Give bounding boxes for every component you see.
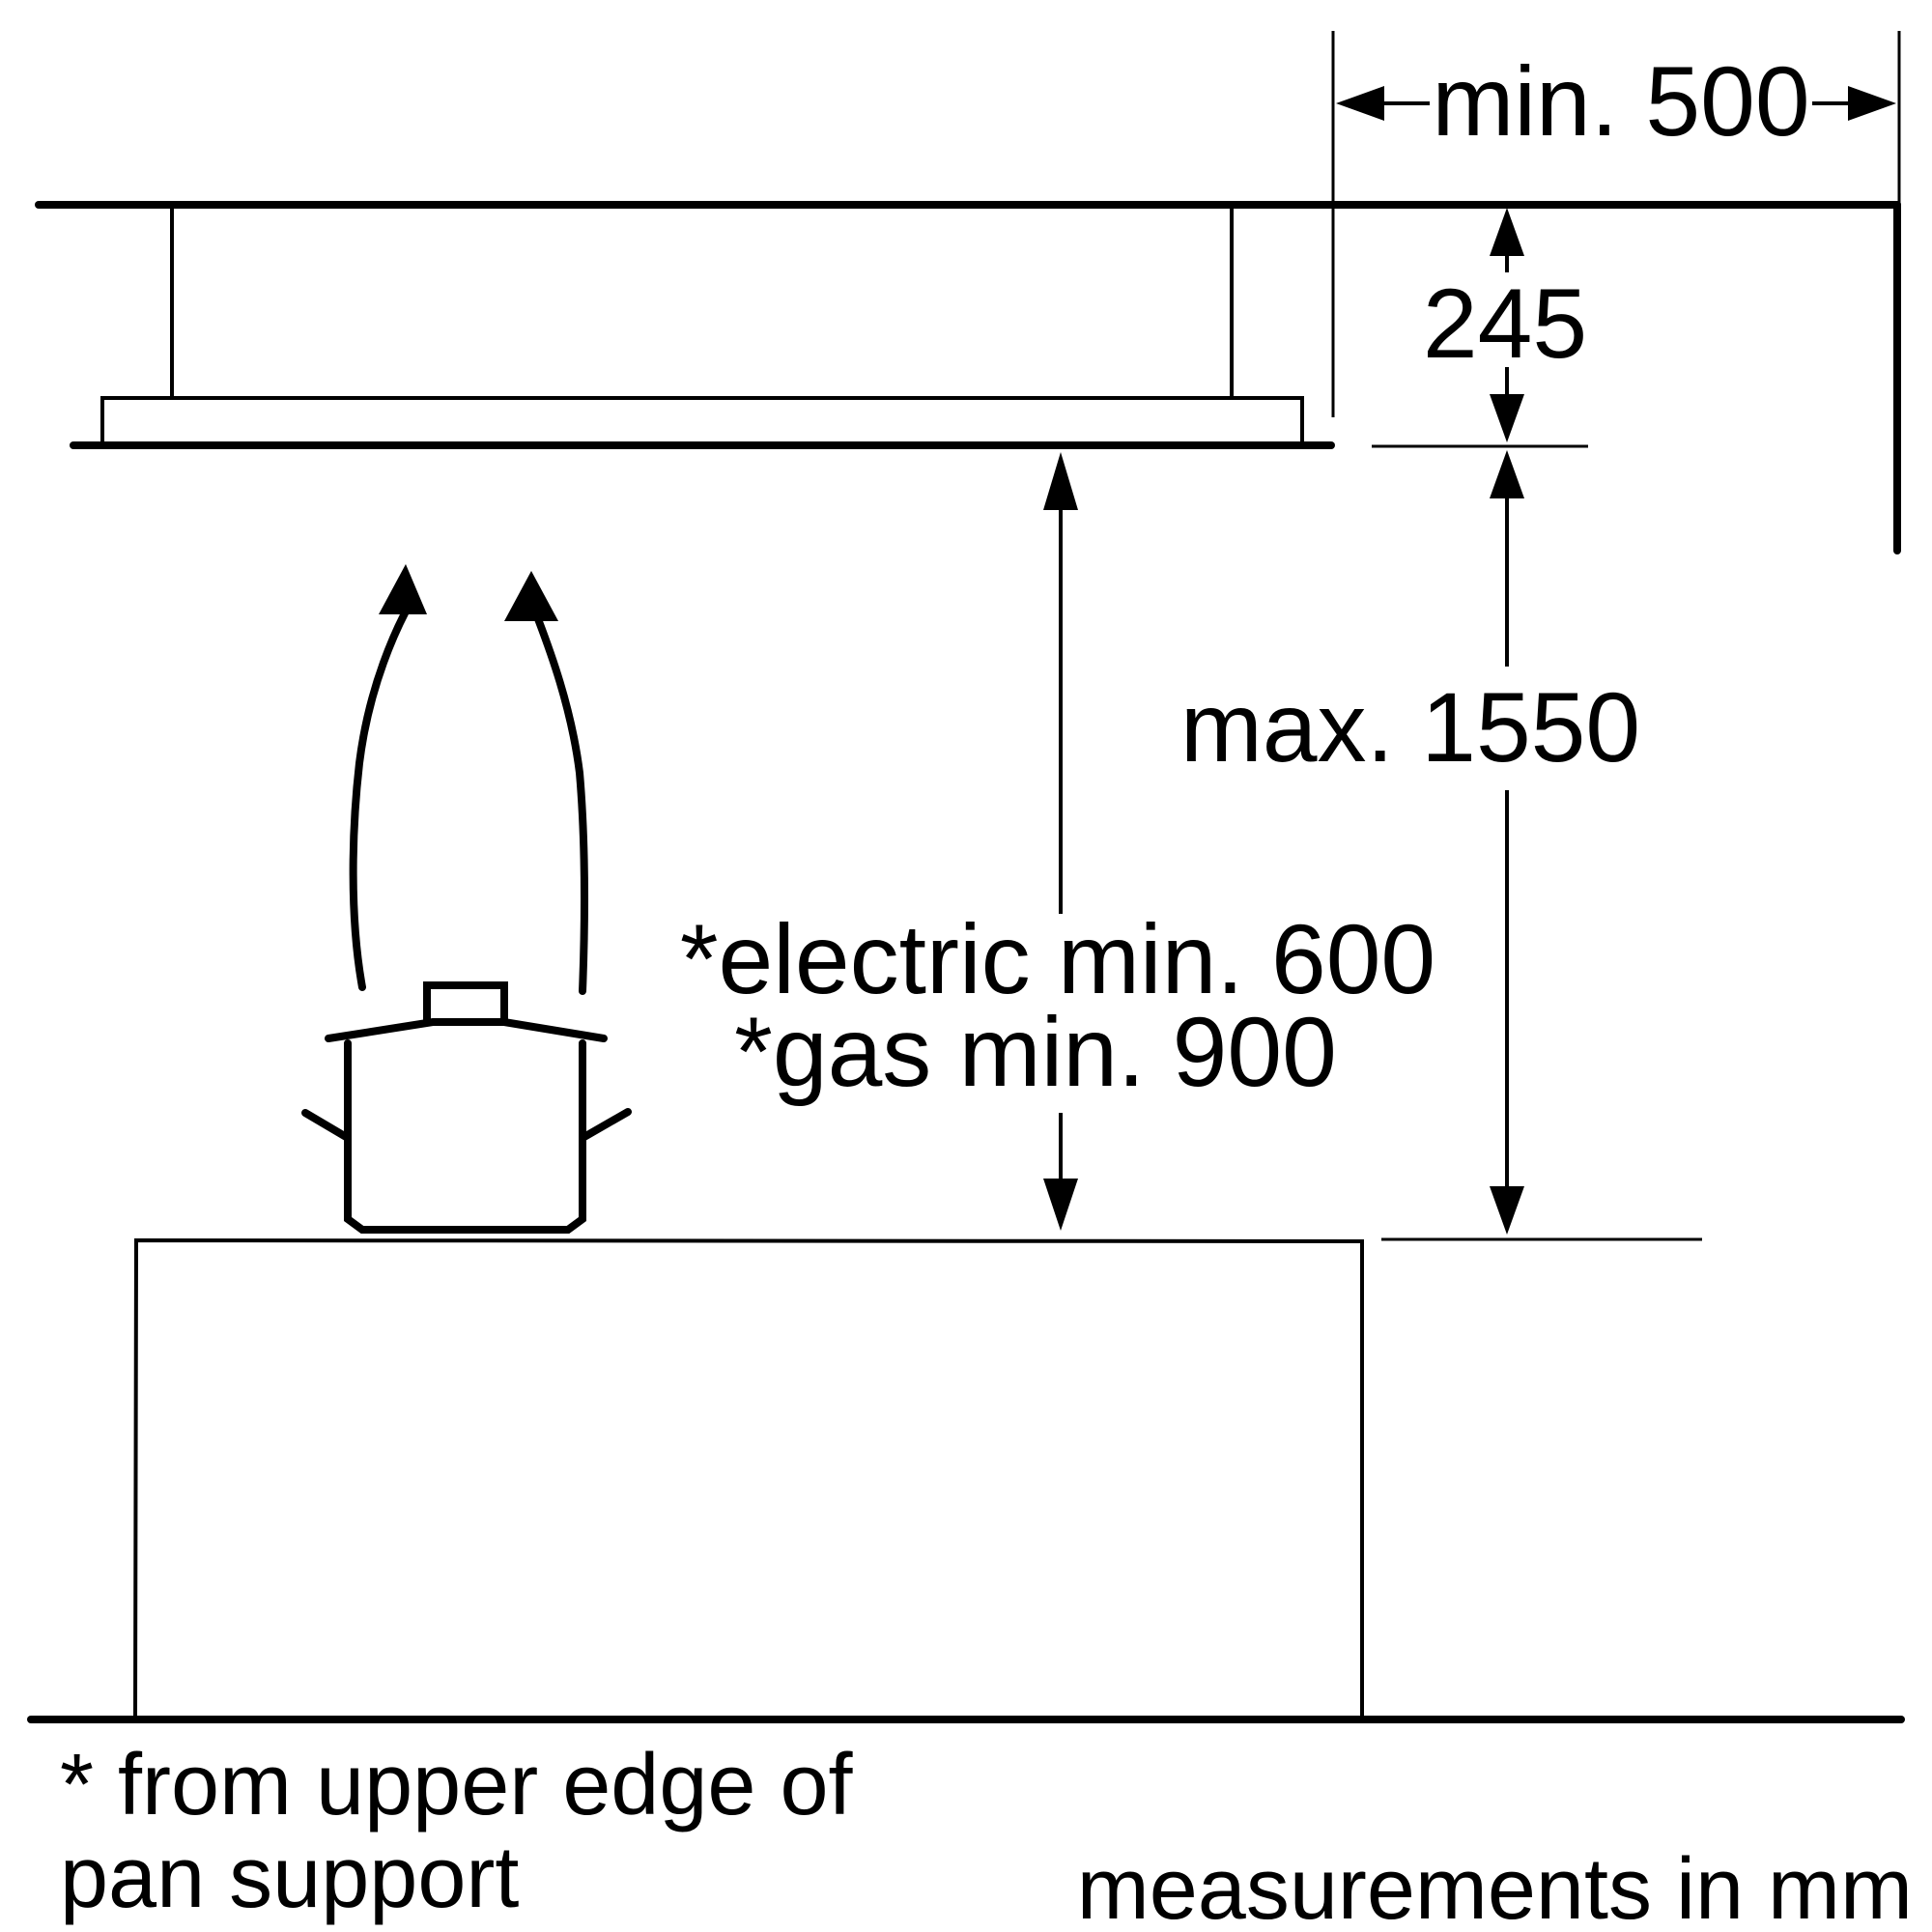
electric-min-label: *electric min. 600 xyxy=(680,904,1435,1014)
units-note: measurements in mm xyxy=(1077,1841,1913,1932)
steam-arrows-icon xyxy=(349,564,588,995)
width-dimension xyxy=(1331,31,1901,417)
footnote-line-2: pan support xyxy=(60,1830,519,1926)
max-height-label: max. 1550 xyxy=(1180,672,1640,782)
min-clearance-dimension xyxy=(1043,452,1078,1231)
cooking-pot-icon xyxy=(301,981,632,1234)
cooktop-cabinet xyxy=(133,1237,1364,1719)
footnote-line-1: * from upper edge of xyxy=(60,1737,853,1833)
width-dimension-label: min. 500 xyxy=(1432,46,1809,156)
gas-min-label: *gas min. 900 xyxy=(734,997,1337,1107)
hood-height-dimension xyxy=(1372,208,1588,448)
hood-height-label: 245 xyxy=(1423,269,1587,379)
extractor-hood xyxy=(70,205,1335,449)
max-height-dimension xyxy=(1381,450,1702,1241)
